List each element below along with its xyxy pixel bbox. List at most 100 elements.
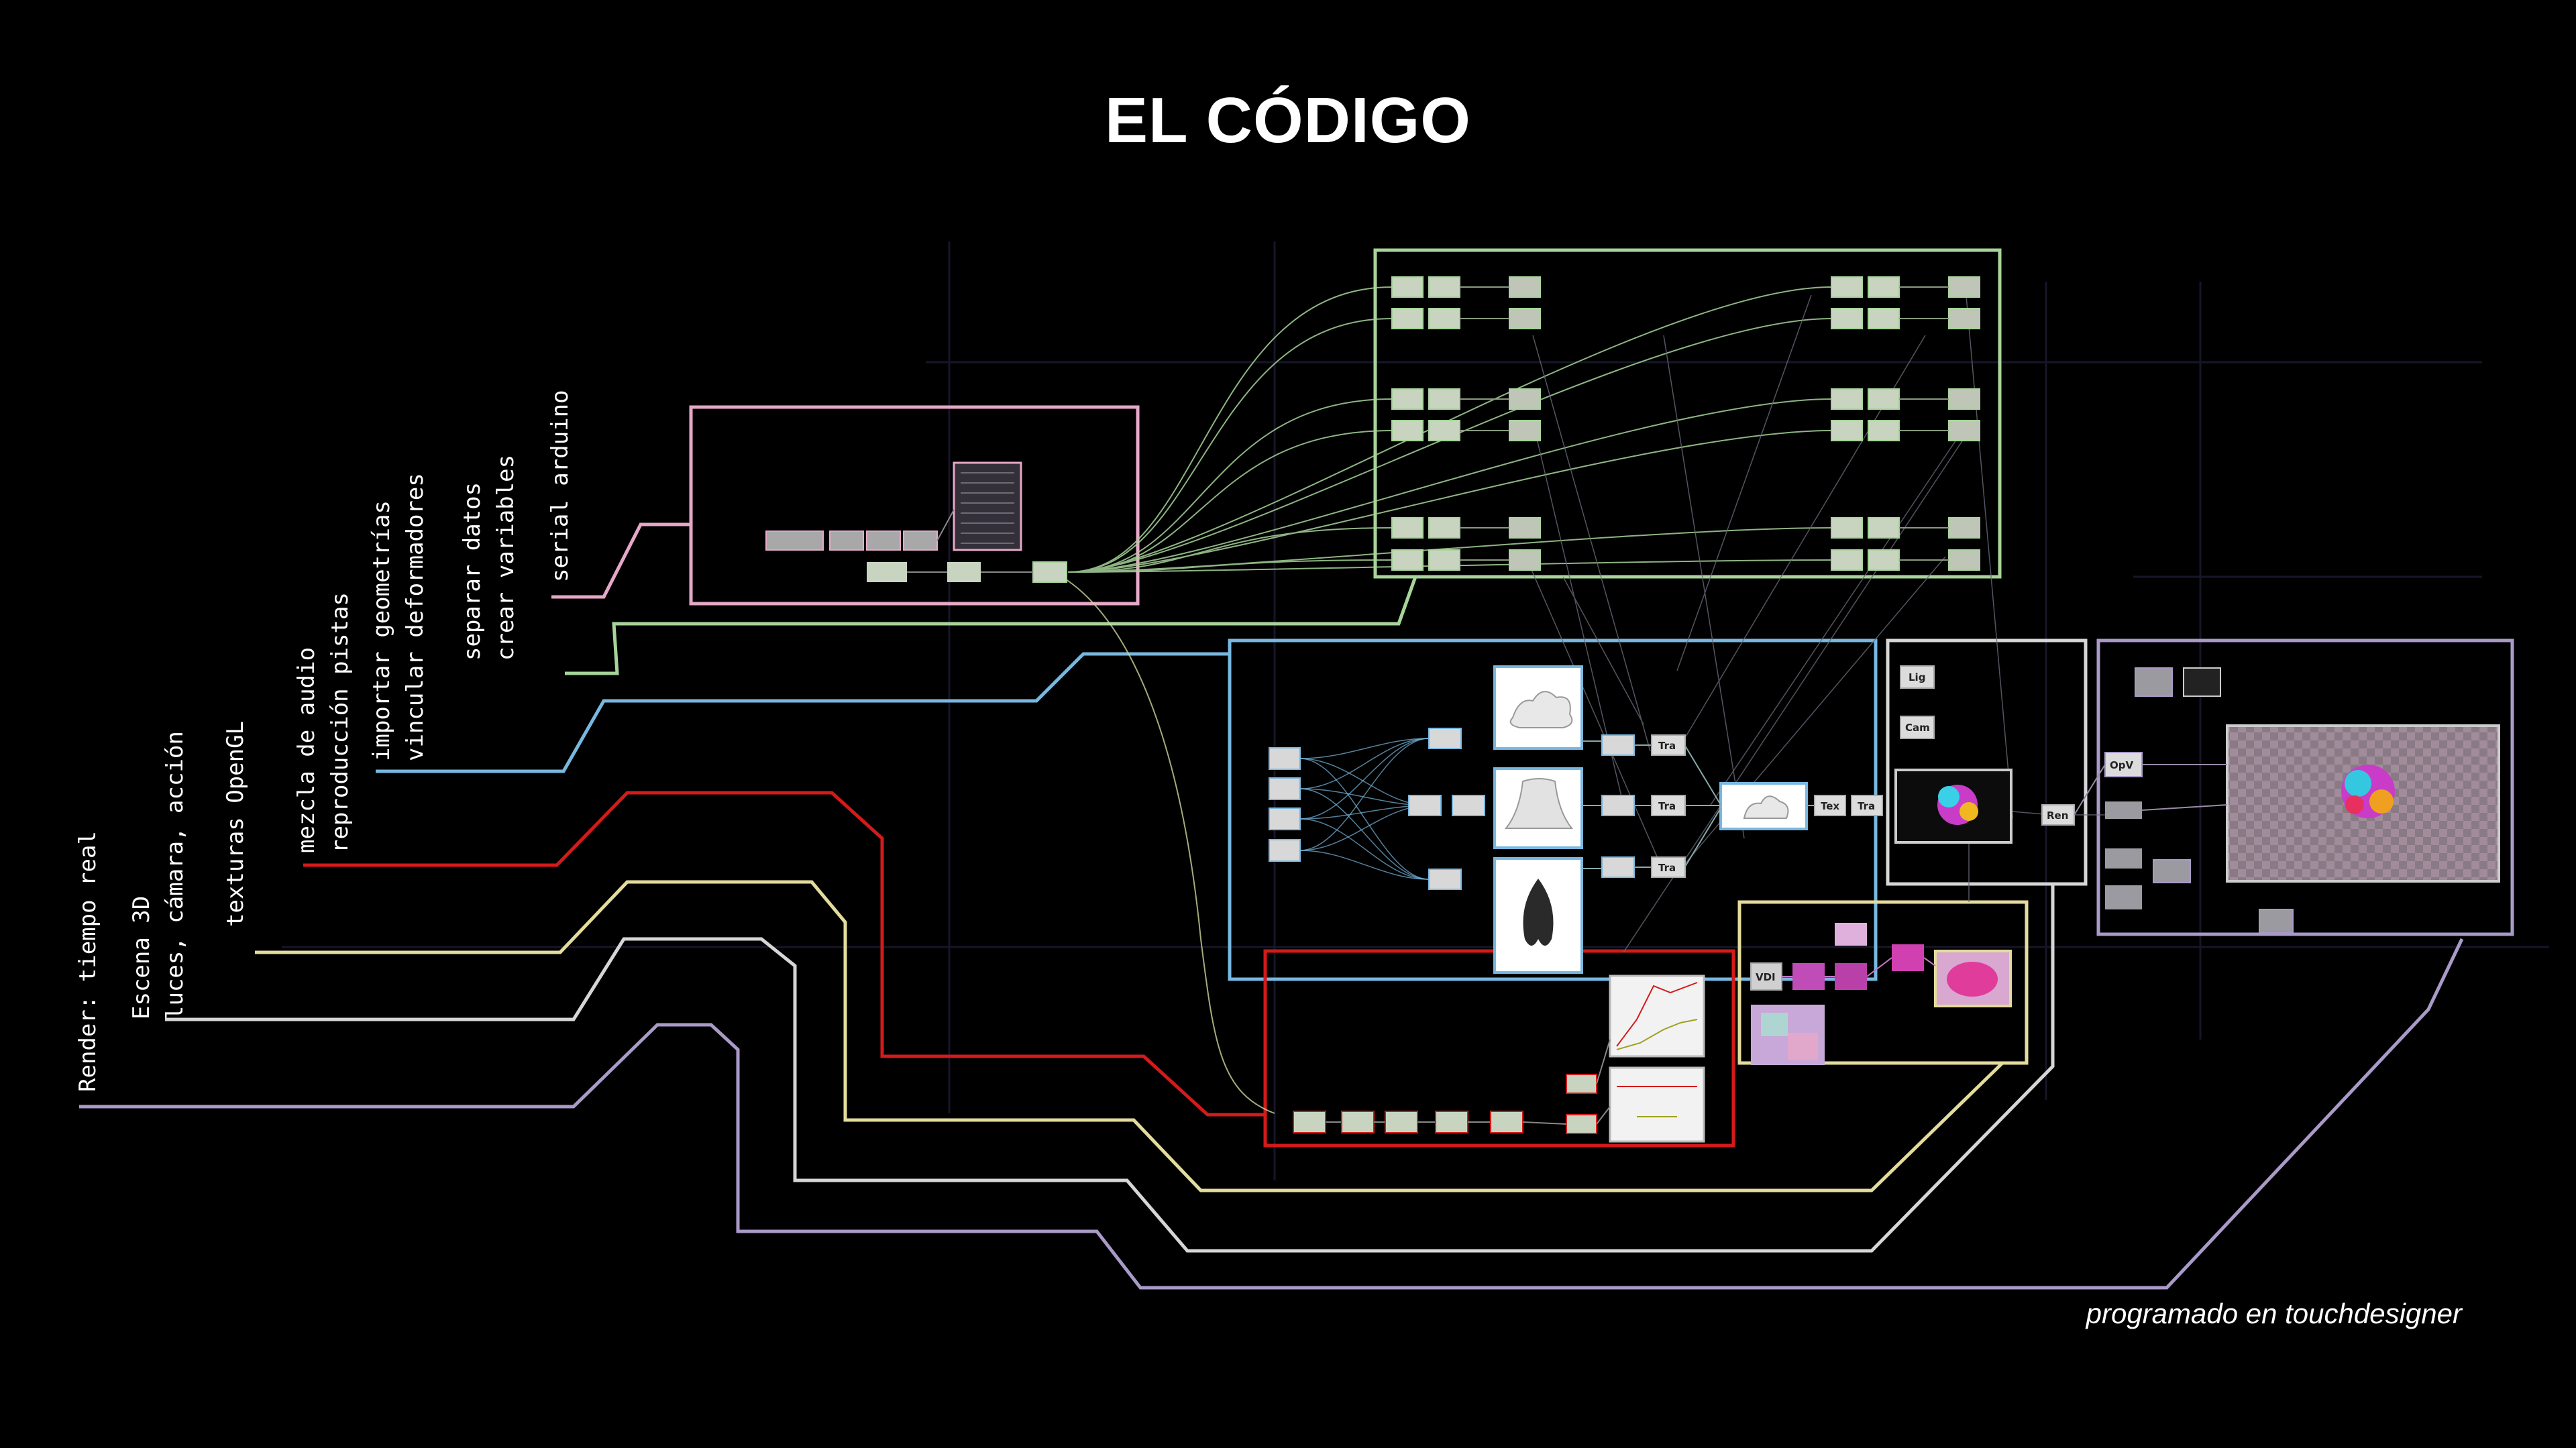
light-node[interactable] <box>1900 665 1935 689</box>
geo-input-op[interactable] <box>1269 747 1301 770</box>
geo-input-op[interactable] <box>1269 839 1301 862</box>
variable-op[interactable] <box>1868 420 1900 441</box>
camera-node[interactable] <box>1900 716 1935 739</box>
variable-op[interactable] <box>1948 420 1980 441</box>
out-op[interactable] <box>2259 909 2294 934</box>
transform-node[interactable] <box>1651 856 1686 878</box>
variable-op[interactable] <box>1509 517 1541 539</box>
variable-op[interactable] <box>1831 276 1863 298</box>
transform-node[interactable] <box>1851 795 1883 816</box>
variable-op[interactable] <box>1948 276 1980 298</box>
render-node[interactable] <box>2041 804 2075 826</box>
variable-op[interactable] <box>1391 308 1424 329</box>
out-op[interactable] <box>2153 859 2191 883</box>
variable-op[interactable] <box>1509 388 1541 410</box>
tex-op[interactable] <box>1835 963 1867 990</box>
geo-op[interactable] <box>1428 869 1462 890</box>
serial-dat-table[interactable] <box>953 461 1022 551</box>
out-op[interactable] <box>2135 667 2173 697</box>
variable-op[interactable] <box>1948 308 1980 329</box>
variables-block[interactable] <box>1373 248 2002 579</box>
variable-op[interactable] <box>1509 276 1541 298</box>
callout-label-line: serial arduino <box>547 390 574 582</box>
serial-op[interactable] <box>867 562 907 582</box>
variable-op[interactable] <box>1868 276 1900 298</box>
variable-op[interactable] <box>1948 388 1980 410</box>
scene-block[interactable] <box>1886 638 2088 886</box>
variable-op[interactable] <box>1428 517 1460 539</box>
variable-op[interactable] <box>1868 517 1900 539</box>
variable-op[interactable] <box>1831 308 1863 329</box>
variable-op[interactable] <box>1391 549 1424 571</box>
variable-op[interactable] <box>1428 276 1460 298</box>
tex-op[interactable] <box>1792 963 1825 990</box>
tex-op[interactable] <box>1835 923 1867 946</box>
audio-graph-bottom[interactable] <box>1609 1066 1705 1143</box>
variable-op[interactable] <box>1391 388 1424 410</box>
serial-op[interactable] <box>1032 561 1067 583</box>
geo-op[interactable] <box>1601 734 1635 756</box>
audio-op[interactable] <box>1293 1111 1326 1133</box>
serial-op[interactable] <box>866 531 901 551</box>
texture-node[interactable] <box>1814 795 1846 816</box>
geo-op[interactable] <box>1452 795 1485 816</box>
scene-leader <box>165 884 2055 1253</box>
variable-op[interactable] <box>1948 549 1980 571</box>
out-op[interactable] <box>2183 667 2221 697</box>
variable-op[interactable] <box>1831 549 1863 571</box>
audio-op[interactable] <box>1566 1114 1597 1134</box>
variable-op[interactable] <box>1391 517 1424 539</box>
variable-op[interactable] <box>1391 276 1424 298</box>
geo-op[interactable] <box>1428 728 1462 749</box>
audio-op[interactable] <box>1341 1111 1375 1133</box>
caption: programado en touchdesigner <box>2086 1298 2462 1329</box>
geo-op[interactable] <box>1601 795 1635 816</box>
variable-op[interactable] <box>1509 420 1541 441</box>
geo-op[interactable] <box>1601 856 1635 878</box>
out-op[interactable] <box>2105 885 2142 909</box>
callout-label-line: mezcla de audio <box>293 647 320 853</box>
serial-op[interactable] <box>903 531 938 551</box>
variable-op[interactable] <box>1509 308 1541 329</box>
out-op[interactable] <box>2105 848 2142 869</box>
audio-op[interactable] <box>1490 1111 1523 1133</box>
opviewer-node-label: OpV <box>2110 759 2133 771</box>
variable-op[interactable] <box>1868 308 1900 329</box>
variable-op[interactable] <box>1831 517 1863 539</box>
serial-op[interactable] <box>829 531 864 551</box>
variable-op[interactable] <box>1391 420 1424 441</box>
audio-op[interactable] <box>1435 1111 1468 1133</box>
callout-label: Render: tiempo real <box>74 831 101 1092</box>
audio-op[interactable] <box>1385 1111 1418 1133</box>
variable-op[interactable] <box>1428 308 1460 329</box>
tex-op[interactable] <box>1892 944 1924 971</box>
variable-op[interactable] <box>1868 549 1900 571</box>
serial-op[interactable] <box>765 531 824 551</box>
textures-block[interactable] <box>1737 900 2029 1065</box>
out-op[interactable] <box>2105 801 2142 819</box>
audio-op[interactable] <box>1566 1074 1597 1094</box>
audio-graph-top[interactable] <box>1609 974 1705 1058</box>
geo-input-op[interactable] <box>1269 807 1301 830</box>
variable-op[interactable] <box>1831 420 1863 441</box>
render-block[interactable] <box>2096 638 2514 936</box>
camera-node-label: Cam <box>1905 722 1930 734</box>
audio-leader <box>303 791 1265 1117</box>
variable-op[interactable] <box>1428 420 1460 441</box>
variable-op[interactable] <box>1428 388 1460 410</box>
geo-op[interactable] <box>1408 795 1442 816</box>
callout-label-line: reproducción pistas <box>327 592 354 853</box>
variable-op[interactable] <box>1868 388 1900 410</box>
opviewer-node[interactable] <box>2104 752 2143 777</box>
serial-op[interactable] <box>947 562 981 582</box>
callout-label-line: crear variables <box>492 455 519 661</box>
variable-op[interactable] <box>1948 517 1980 539</box>
video-node[interactable] <box>1750 962 1782 991</box>
variable-op[interactable] <box>1509 549 1541 571</box>
variable-op[interactable] <box>1831 388 1863 410</box>
geo-input-op[interactable] <box>1269 777 1301 800</box>
serial-arduino-block[interactable] <box>689 405 1140 606</box>
variable-op[interactable] <box>1428 549 1460 571</box>
